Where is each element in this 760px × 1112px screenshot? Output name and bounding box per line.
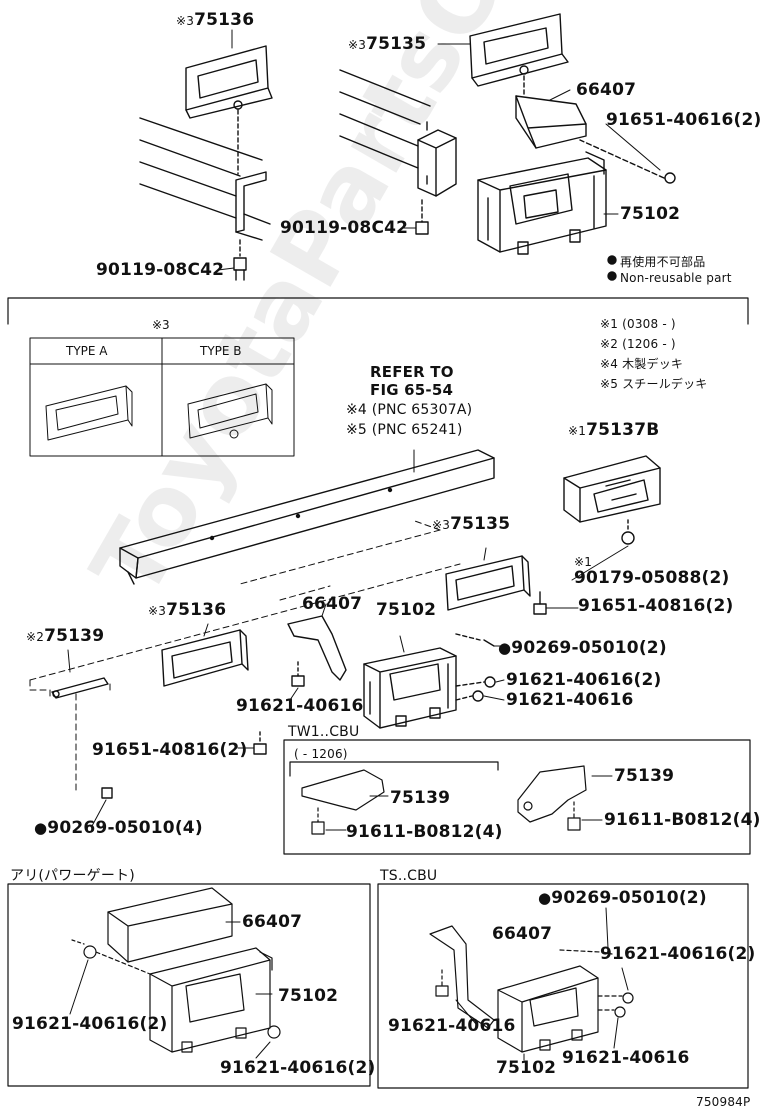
bracket-75135-top <box>469 13 569 95</box>
section-power-gate: アリ(パワーゲート) <box>10 868 135 884</box>
refer-line-2: FIG 65-54 <box>370 381 454 399</box>
type-b-label: TYPE B <box>200 344 242 358</box>
note-5: ※5 スチールデッキ <box>600 377 708 391</box>
type-table-mark: ※3 <box>152 318 170 332</box>
part-91621-ts1-label: 91621-40616(2) <box>600 944 756 964</box>
bracket-75136-top <box>185 45 273 175</box>
refer-line-3: ※4 (PNC 65307A) <box>346 402 473 418</box>
part-75137b-label: ※175137B <box>568 420 660 440</box>
legend-jp: 再使用不可部品 <box>620 255 706 269</box>
part-91621-pg2-label: 91621-40616(2) <box>220 1058 376 1078</box>
carrier-75102-mid <box>363 633 496 729</box>
diagram-id: 750984P <box>696 1095 751 1109</box>
bracket-75136-mid <box>161 623 249 687</box>
part-90269-ts-label: ●90269-05010(2) <box>538 888 707 908</box>
part-66407-pg-label: 66407 <box>242 912 303 932</box>
part-91621-c-label: 91621-40616 <box>236 696 364 716</box>
tw1-box <box>283 739 751 855</box>
part-75135-mid-label: ※375135 <box>432 514 511 534</box>
bolts-left <box>101 731 267 799</box>
part-91611-a-label: 91611-B0812(4) <box>346 822 503 842</box>
part-90119-left-label: 90119-08C42 <box>96 260 225 280</box>
part-75139-tw1a-label: 75139 <box>390 788 451 808</box>
part-75102-ts-label: 75102 <box>496 1058 557 1078</box>
part-75139-left-label: ※275139 <box>26 626 105 646</box>
legend-en: Non-reusable part <box>620 271 732 285</box>
section-tw1: TW1..CBU <box>288 724 360 740</box>
part-91621-b-label: 91621-40616 <box>506 690 634 710</box>
part-75136-mid-label: ※375136 <box>148 600 227 620</box>
leaders-mid <box>91 545 629 827</box>
part-91651-left-label: 91651-40816(2) <box>92 740 248 760</box>
type-table <box>29 337 295 457</box>
section-tw1-range: ( - 1206) <box>294 747 348 761</box>
part-75102-pg-label: 75102 <box>278 986 339 1006</box>
part-66407-mid-label: 66407 <box>302 594 363 614</box>
part-90179-label: 90179-05088(2) <box>574 568 730 588</box>
part-75102-mid-label: 75102 <box>376 600 437 620</box>
cross-member <box>119 449 495 585</box>
bracket-75137b <box>563 455 661 545</box>
part-91651-mid-label: 91651-40816(2) <box>578 596 734 616</box>
refer-line-4: ※5 (PNC 65241) <box>346 422 463 438</box>
part-91651-top-label: 91651-40616(2) <box>606 110 760 130</box>
type-a-label: TYPE A <box>66 344 108 358</box>
part-75102-top-label: 75102 <box>620 204 681 224</box>
note-1: ※1 (0308 - ) <box>600 317 676 331</box>
chassis-rail-top-left <box>139 117 271 281</box>
part-91621-a-label: 91621-40616(2) <box>506 670 662 690</box>
dashed-guides <box>29 519 461 791</box>
part-91621-pg1-label: 91621-40616(2) <box>12 1014 168 1034</box>
bracket-75135-mid <box>445 547 547 615</box>
mark-1-mid: ※1 <box>574 555 593 569</box>
part-75136-top-label: ※375136 <box>176 10 255 30</box>
bracket-66407-top <box>515 95 587 149</box>
part-90269-mid-label: ●90269-05010(2) <box>498 638 667 658</box>
part-75135-top-label: ※375135 <box>348 34 427 54</box>
part-91611-b-label: 91611-B0812(4) <box>604 810 760 830</box>
leaders-top <box>217 29 661 271</box>
chassis-rail-top-mid <box>339 69 457 235</box>
part-90269-left-label: ●90269-05010(4) <box>34 818 203 838</box>
part-66407-ts-label: 66407 <box>492 924 553 944</box>
note-4: ※4 木製デッキ <box>600 357 684 371</box>
part-66407-top-label: 66407 <box>576 80 637 100</box>
part-91621-ts2-label: 91621-40616 <box>388 1016 516 1036</box>
note-2: ※2 (1206 - ) <box>600 337 676 351</box>
part-75139-tw1b-label: 75139 <box>614 766 675 786</box>
carrier-75102-top <box>477 139 676 255</box>
refer-line-1: REFER TO <box>370 363 454 381</box>
powergate-box <box>7 883 371 1087</box>
bar-75139-left <box>51 649 109 699</box>
ts-box <box>377 883 749 1089</box>
part-91621-ts3-label: 91621-40616 <box>562 1048 690 1068</box>
bracket-66407-mid <box>287 603 347 687</box>
section-ts: TS..CBU <box>380 868 438 884</box>
part-90119-mid-label: 90119-08C42 <box>280 218 409 238</box>
